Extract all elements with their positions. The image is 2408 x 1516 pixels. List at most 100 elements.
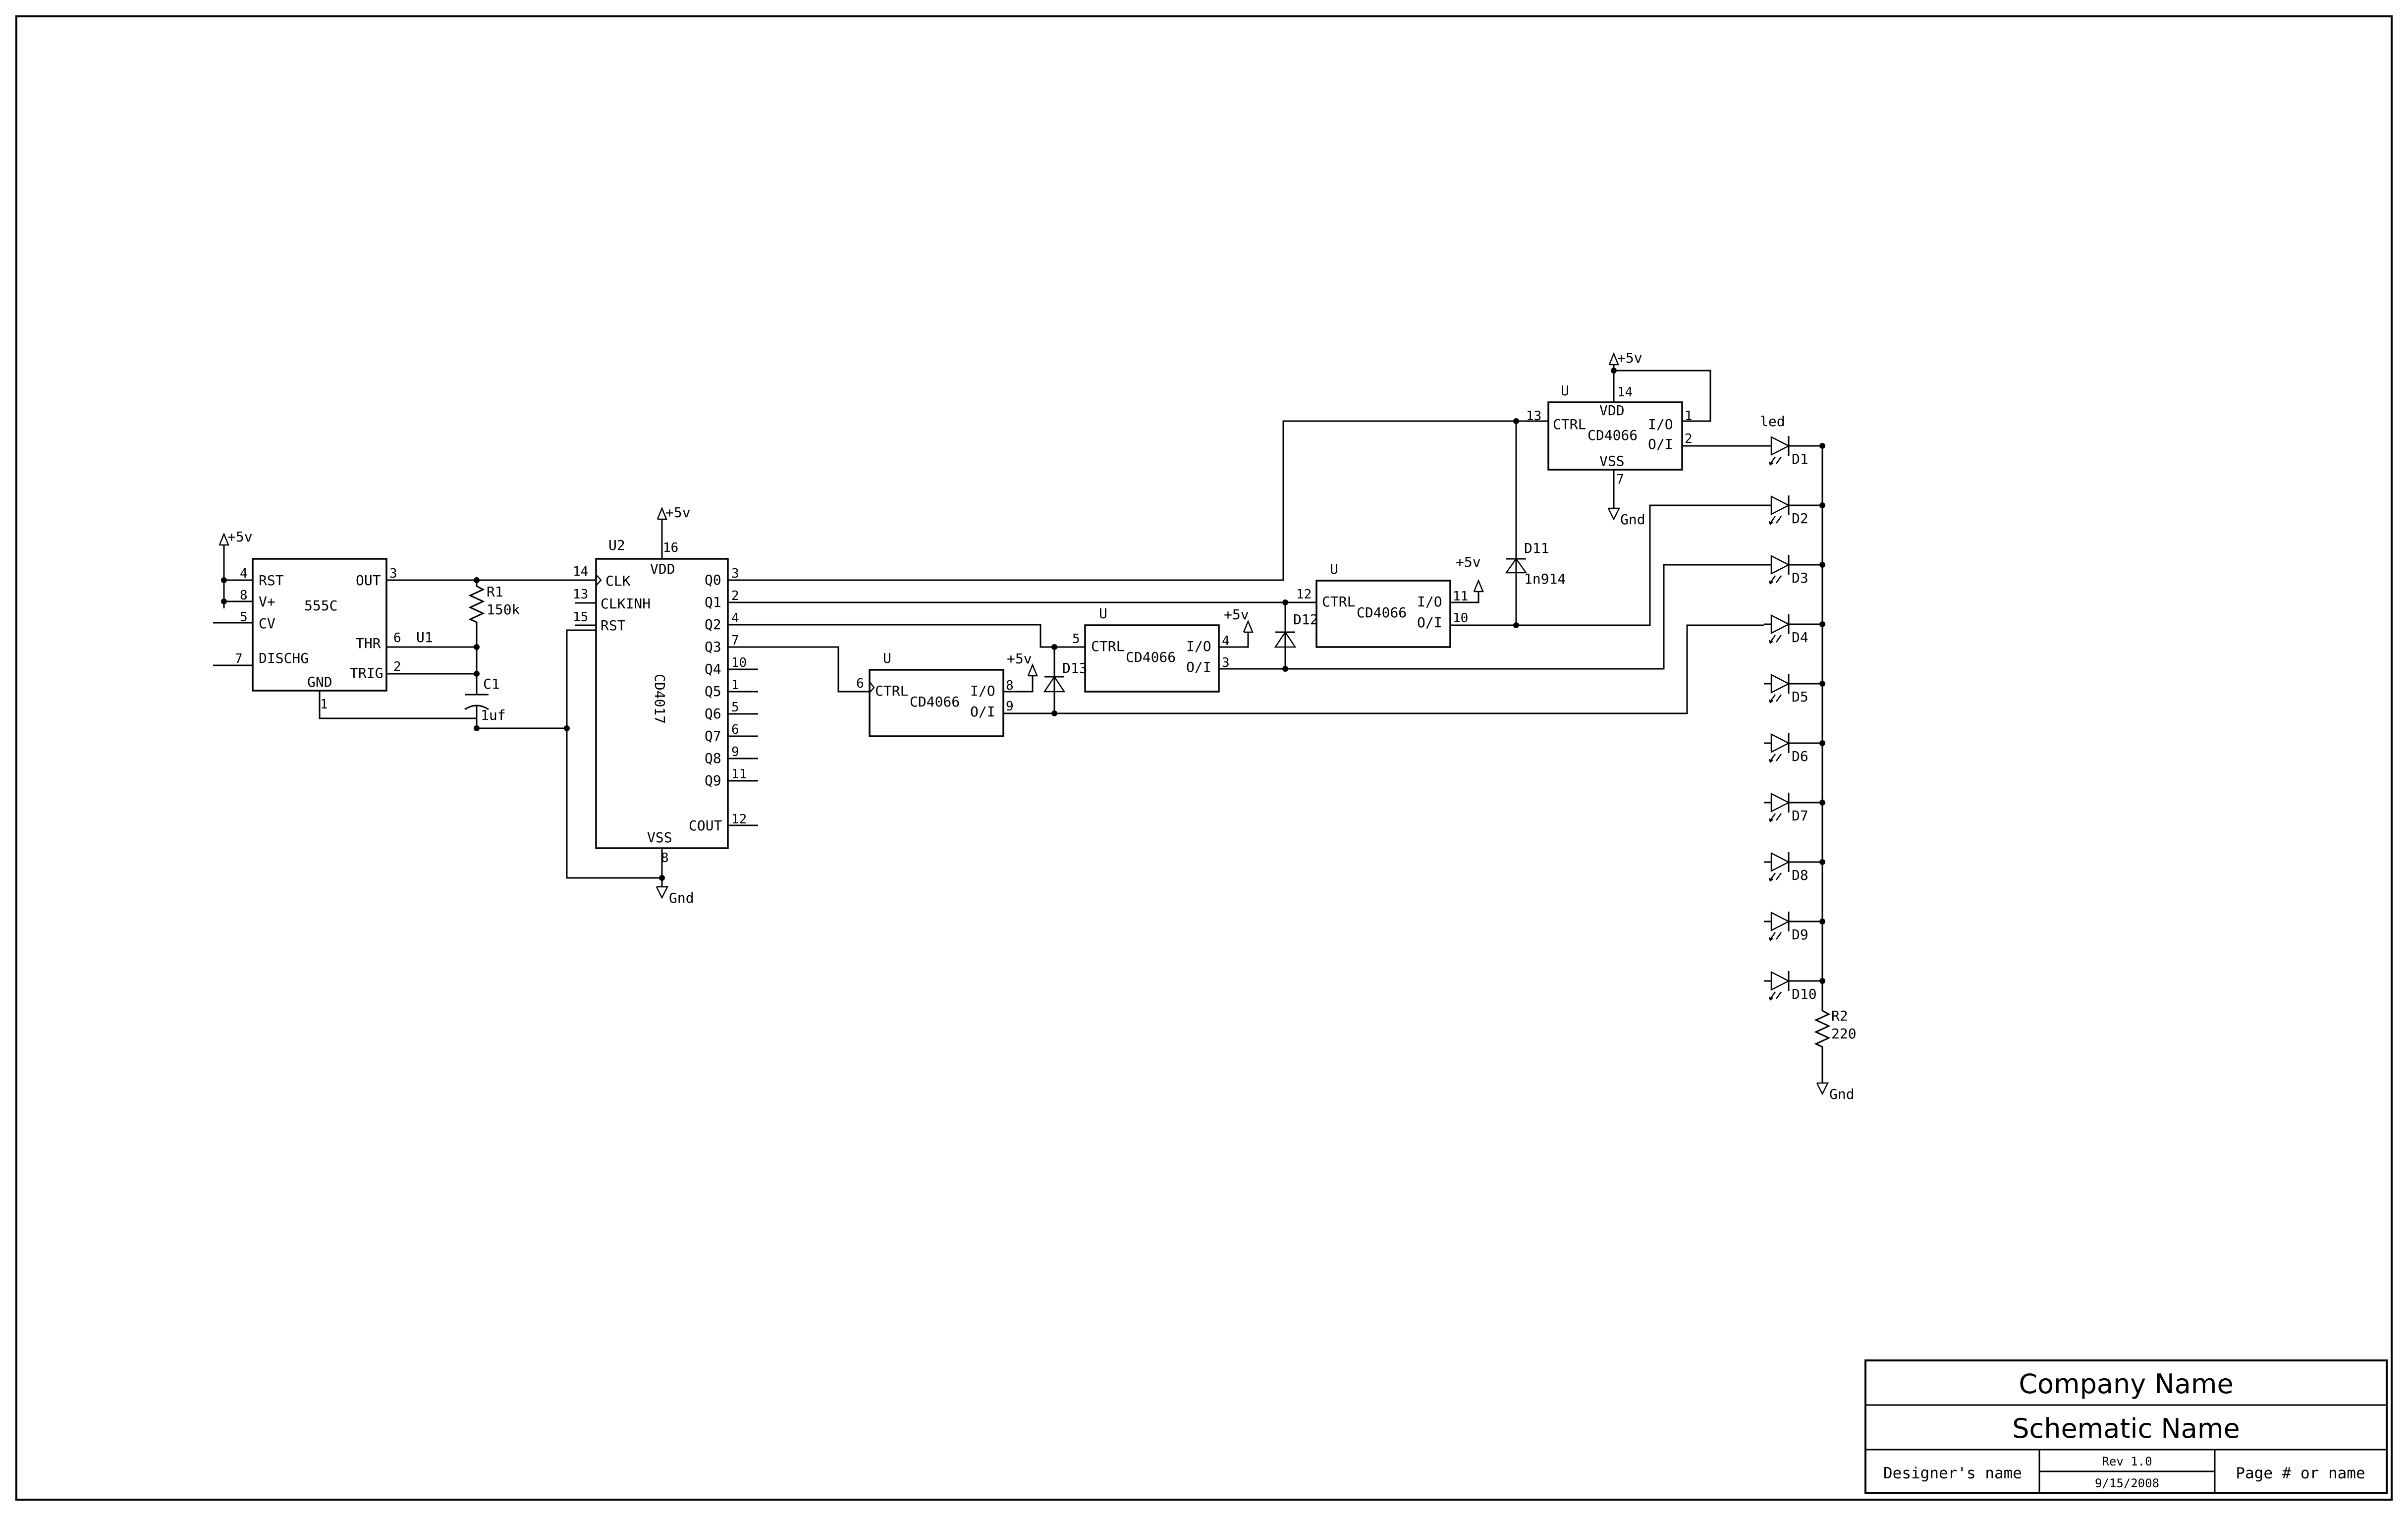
u2-q8-label: Q8: [705, 750, 721, 766]
r1-value: 150k: [487, 601, 520, 618]
led-d10-label: D10: [1792, 986, 1817, 1002]
u2-q3-label: Q3: [705, 639, 721, 655]
r2-gnd-label: Gnd: [1829, 1086, 1855, 1102]
switch-3-ctrl-label: CTRL: [1322, 594, 1355, 610]
switch-4-cd4066: U VDD CTRL CD4066 I/O O/I VSS 13 1 2 14 …: [1526, 382, 1693, 487]
u1-pin-8: 8: [240, 588, 248, 603]
led-d8-label: D8: [1792, 867, 1808, 883]
u1-pin-thr-label: THR: [356, 635, 381, 651]
switch-2-ctrl-label: CTRL: [1091, 638, 1124, 654]
u2-ref-label: U2: [608, 537, 625, 553]
led-d10: D10: [1764, 971, 1825, 1002]
switch-3-oi-label: O/I: [1417, 614, 1442, 631]
u1-pin-gnd-label: GND: [307, 674, 332, 690]
switch-2-ctrl-pin: 5: [1072, 632, 1080, 647]
switch-3-ctrl-pin: 12: [1296, 587, 1312, 602]
switch-4-gnd-label: Gnd: [1620, 511, 1645, 528]
d13-ref: D13: [1062, 660, 1088, 676]
led-d2-label: D2: [1792, 510, 1808, 527]
u2-cd4017: U2 VDD CLK CLKINH RST VSS COUT CD4017 Q0…: [573, 537, 747, 866]
switch-2-part: CD4066: [1126, 649, 1176, 665]
u2-pin-7: 7: [731, 633, 739, 648]
u2-pin-15: 15: [573, 610, 588, 625]
switch-3-ref: U: [1330, 561, 1338, 577]
u2-pin-8: 8: [661, 851, 669, 866]
u1-pin-2: 2: [393, 659, 401, 674]
u1-555-timer: RST V+ CV DISCHG 555C OUT THR TRIG GND U…: [235, 558, 433, 712]
switch-1-oi-pin: 9: [1006, 699, 1014, 714]
led-d8: D8: [1764, 852, 1825, 883]
switch-2-oi-pin: 3: [1222, 655, 1230, 670]
u1-wiring: +5v R1 150k C1 1uf: [213, 529, 662, 879]
u2-q1-label: Q1: [705, 594, 721, 610]
u2-pin-vdd-label: VDD: [650, 561, 675, 577]
switch-4-ctrl-label: CTRL: [1553, 416, 1586, 433]
u2-pin-1: 1: [731, 678, 739, 693]
u2-pin-5: 5: [731, 700, 739, 715]
switch-3-part: CD4066: [1357, 604, 1407, 621]
title-block: Company Name Schematic Name Designer's n…: [1864, 1359, 2388, 1494]
switch-1-oi-label: O/I: [970, 704, 995, 720]
u2-part-label: CD4017: [652, 674, 668, 724]
switch-4-vdd-pin: 14: [1617, 385, 1633, 400]
u2-pin-vss-label: VSS: [647, 829, 672, 846]
led-d6: D6: [1764, 733, 1825, 764]
u2-pin-16: 16: [663, 541, 678, 555]
c1-ref: C1: [483, 676, 500, 692]
switch-4-io-pin: 1: [1685, 409, 1693, 424]
u2-pin-4: 4: [731, 611, 739, 626]
r1-ref: R1: [487, 584, 503, 600]
u2-pin-11: 11: [731, 767, 747, 782]
u2-wiring: +5v Gnd: [575, 504, 758, 906]
switch-4-part: CD4066: [1587, 427, 1638, 443]
u1-vcc-label: +5v: [227, 529, 253, 545]
u2-q4-label: Q4: [705, 661, 721, 677]
switch-1-io-pin: 8: [1006, 678, 1014, 693]
title-rev: Rev 1.0: [2102, 1455, 2152, 1468]
u1-ref-label: U1: [416, 629, 433, 646]
switch-2-ref: U: [1099, 605, 1107, 622]
sheet-border: [15, 15, 2393, 1501]
u2-pin-12: 12: [731, 812, 747, 827]
title-designer: Designer's name: [1883, 1464, 2022, 1482]
u2-q5-label: Q5: [705, 683, 721, 700]
switch-1-ctrl-label: CTRL: [875, 683, 908, 699]
u1-pin-vplus-label: V+: [259, 594, 275, 610]
led-d3-label: D3: [1792, 570, 1808, 586]
u1-pin-out-label: OUT: [356, 572, 381, 589]
led-d4-label: D4: [1792, 629, 1808, 646]
led-d7: D7: [1764, 792, 1825, 824]
switch-3-cd4066: U CTRL CD4066 I/O O/I 12 11 10: [1296, 561, 1468, 648]
led-d5: D5: [1764, 673, 1825, 705]
switch-4-oi-pin: 2: [1685, 432, 1693, 446]
led-d6-label: D6: [1792, 748, 1808, 764]
u2-pin-clk-label: CLK: [605, 573, 631, 589]
u2-pin-14: 14: [573, 564, 588, 579]
switch-1-part: CD4066: [910, 694, 960, 710]
switch-1-ctrl-pin: 6: [856, 676, 864, 691]
u1-pin-5: 5: [240, 610, 248, 625]
u1-pin-3: 3: [389, 566, 397, 581]
switch-2-oi-label: O/I: [1186, 659, 1211, 675]
u2-pin-13: 13: [573, 587, 588, 602]
title-schematic: Schematic Name: [2012, 1413, 2240, 1444]
switch-3-vcc-label: +5v: [1456, 554, 1481, 570]
r2-ref: R2: [1831, 1008, 1848, 1024]
switch-1-ref: U: [883, 650, 891, 666]
u1-pin-6: 6: [393, 631, 401, 646]
c1-value: 1uf: [481, 707, 506, 723]
led-d3: D3: [1764, 554, 1825, 586]
title-company: Company Name: [2019, 1368, 2233, 1400]
switch-1-vcc-label: +5v: [1007, 650, 1032, 667]
u2-pin-rst-label: RST: [601, 617, 626, 634]
switch-2-cd4066: U CTRL CD4066 I/O O/I 5 4 3: [1072, 605, 1230, 693]
led-d5-label: D5: [1792, 689, 1808, 705]
u1-pin-7: 7: [235, 651, 243, 666]
u1-pin-trig-label: TRIG: [350, 665, 383, 681]
u1-pin-dischg-label: DISCHG: [259, 650, 309, 666]
u1-pin-rst-label: RST: [259, 572, 284, 589]
led-d7-label: D7: [1792, 808, 1808, 824]
led-column-label: led: [1760, 413, 1785, 430]
